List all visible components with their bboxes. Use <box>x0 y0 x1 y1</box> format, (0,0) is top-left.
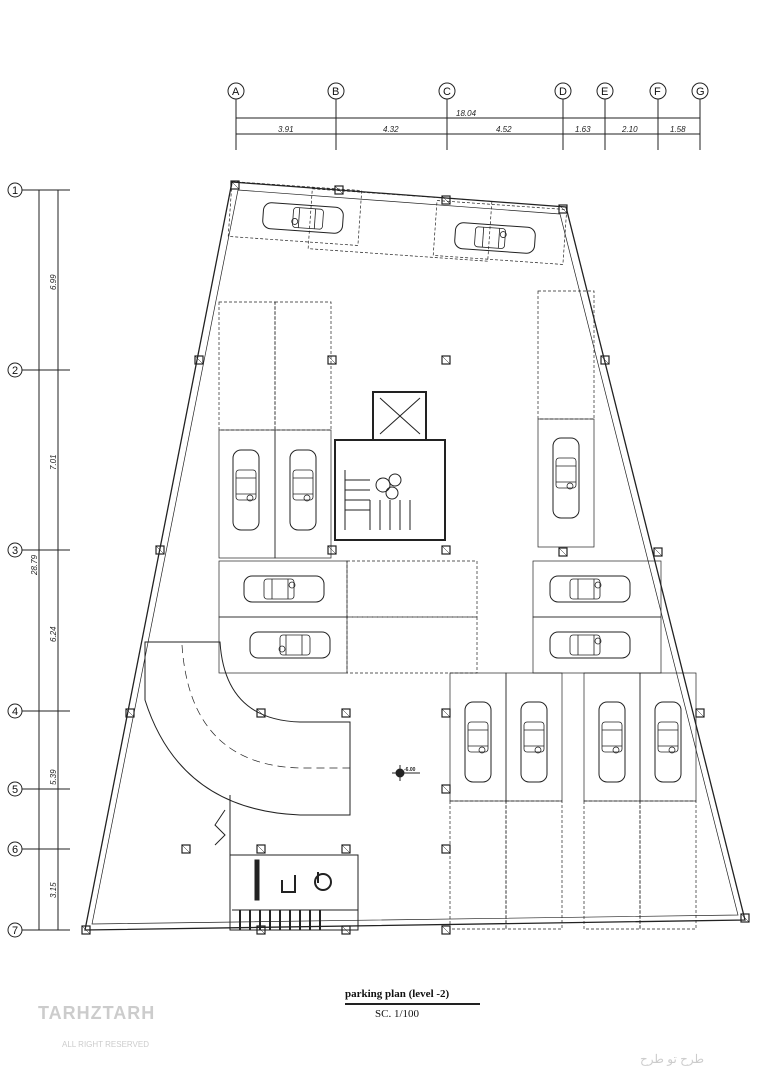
grid-bubble-D <box>554 82 572 150</box>
dim-span-CD: 4.52 <box>496 125 512 134</box>
dim-span-23: 7.01 <box>49 454 58 470</box>
grid-bubble-C <box>438 82 456 150</box>
title-underline <box>345 1003 480 1005</box>
dim-span-DE: 1.63 <box>575 125 591 134</box>
dim-span-67: 3.15 <box>49 882 58 898</box>
grid-label-E: E <box>601 86 608 98</box>
grid-label-B: B <box>332 86 339 98</box>
grid-bubble-E <box>596 82 614 150</box>
dim-span-FG: 1.58 <box>670 125 686 134</box>
watermark-logo: TARHZTARH <box>38 1003 156 1023</box>
level-marker <box>392 765 420 781</box>
grid-label-F: F <box>654 86 661 98</box>
grid-label-G: G <box>696 86 705 98</box>
grid-bubble-F <box>649 82 667 150</box>
grid-label-A: A <box>232 86 240 98</box>
grid-rows-left <box>7 182 70 938</box>
level-marker-value: -6.00 <box>404 767 416 773</box>
dim-span-EF: 2.10 <box>621 125 638 134</box>
grid-label-6: 6 <box>12 844 18 856</box>
dim-total-width: 18.04 <box>456 109 477 118</box>
grid-label-4: 4 <box>12 706 18 718</box>
grid-bubble-A <box>227 82 245 150</box>
grid-label-1: 1 <box>12 185 18 197</box>
accessible-parking <box>229 854 359 931</box>
grid-bubble-B <box>327 82 345 150</box>
dim-span-34: 6.24 <box>49 626 58 642</box>
dim-span-45: 5.39 <box>49 769 58 785</box>
dim-span-12: 6.99 <box>49 274 58 290</box>
stair-core <box>334 391 446 541</box>
grid-label-7: 7 <box>12 925 18 937</box>
grid-label-C: C <box>443 86 451 98</box>
watermark-persian: طرح تو طرح <box>640 1052 705 1066</box>
drawing-title: parking plan (level -2) <box>345 988 450 1000</box>
dim-span-AB: 3.91 <box>278 125 294 134</box>
grid-label-2: 2 <box>12 365 18 377</box>
dim-span-BC: 4.32 <box>383 125 399 134</box>
parking-bays <box>218 181 697 930</box>
grid-label-D: D <box>559 86 567 98</box>
watermark-subtitle: ALL RIGHT RESERVED <box>62 1040 149 1049</box>
grid-columns-top <box>227 82 709 150</box>
dim-total-height: 28.79 <box>30 554 39 576</box>
drawing-scale: SC. 1/100 <box>375 1008 420 1020</box>
grid-bubble-G <box>691 82 709 150</box>
grid-label-3: 3 <box>12 545 18 557</box>
grid-label-5: 5 <box>12 784 18 796</box>
